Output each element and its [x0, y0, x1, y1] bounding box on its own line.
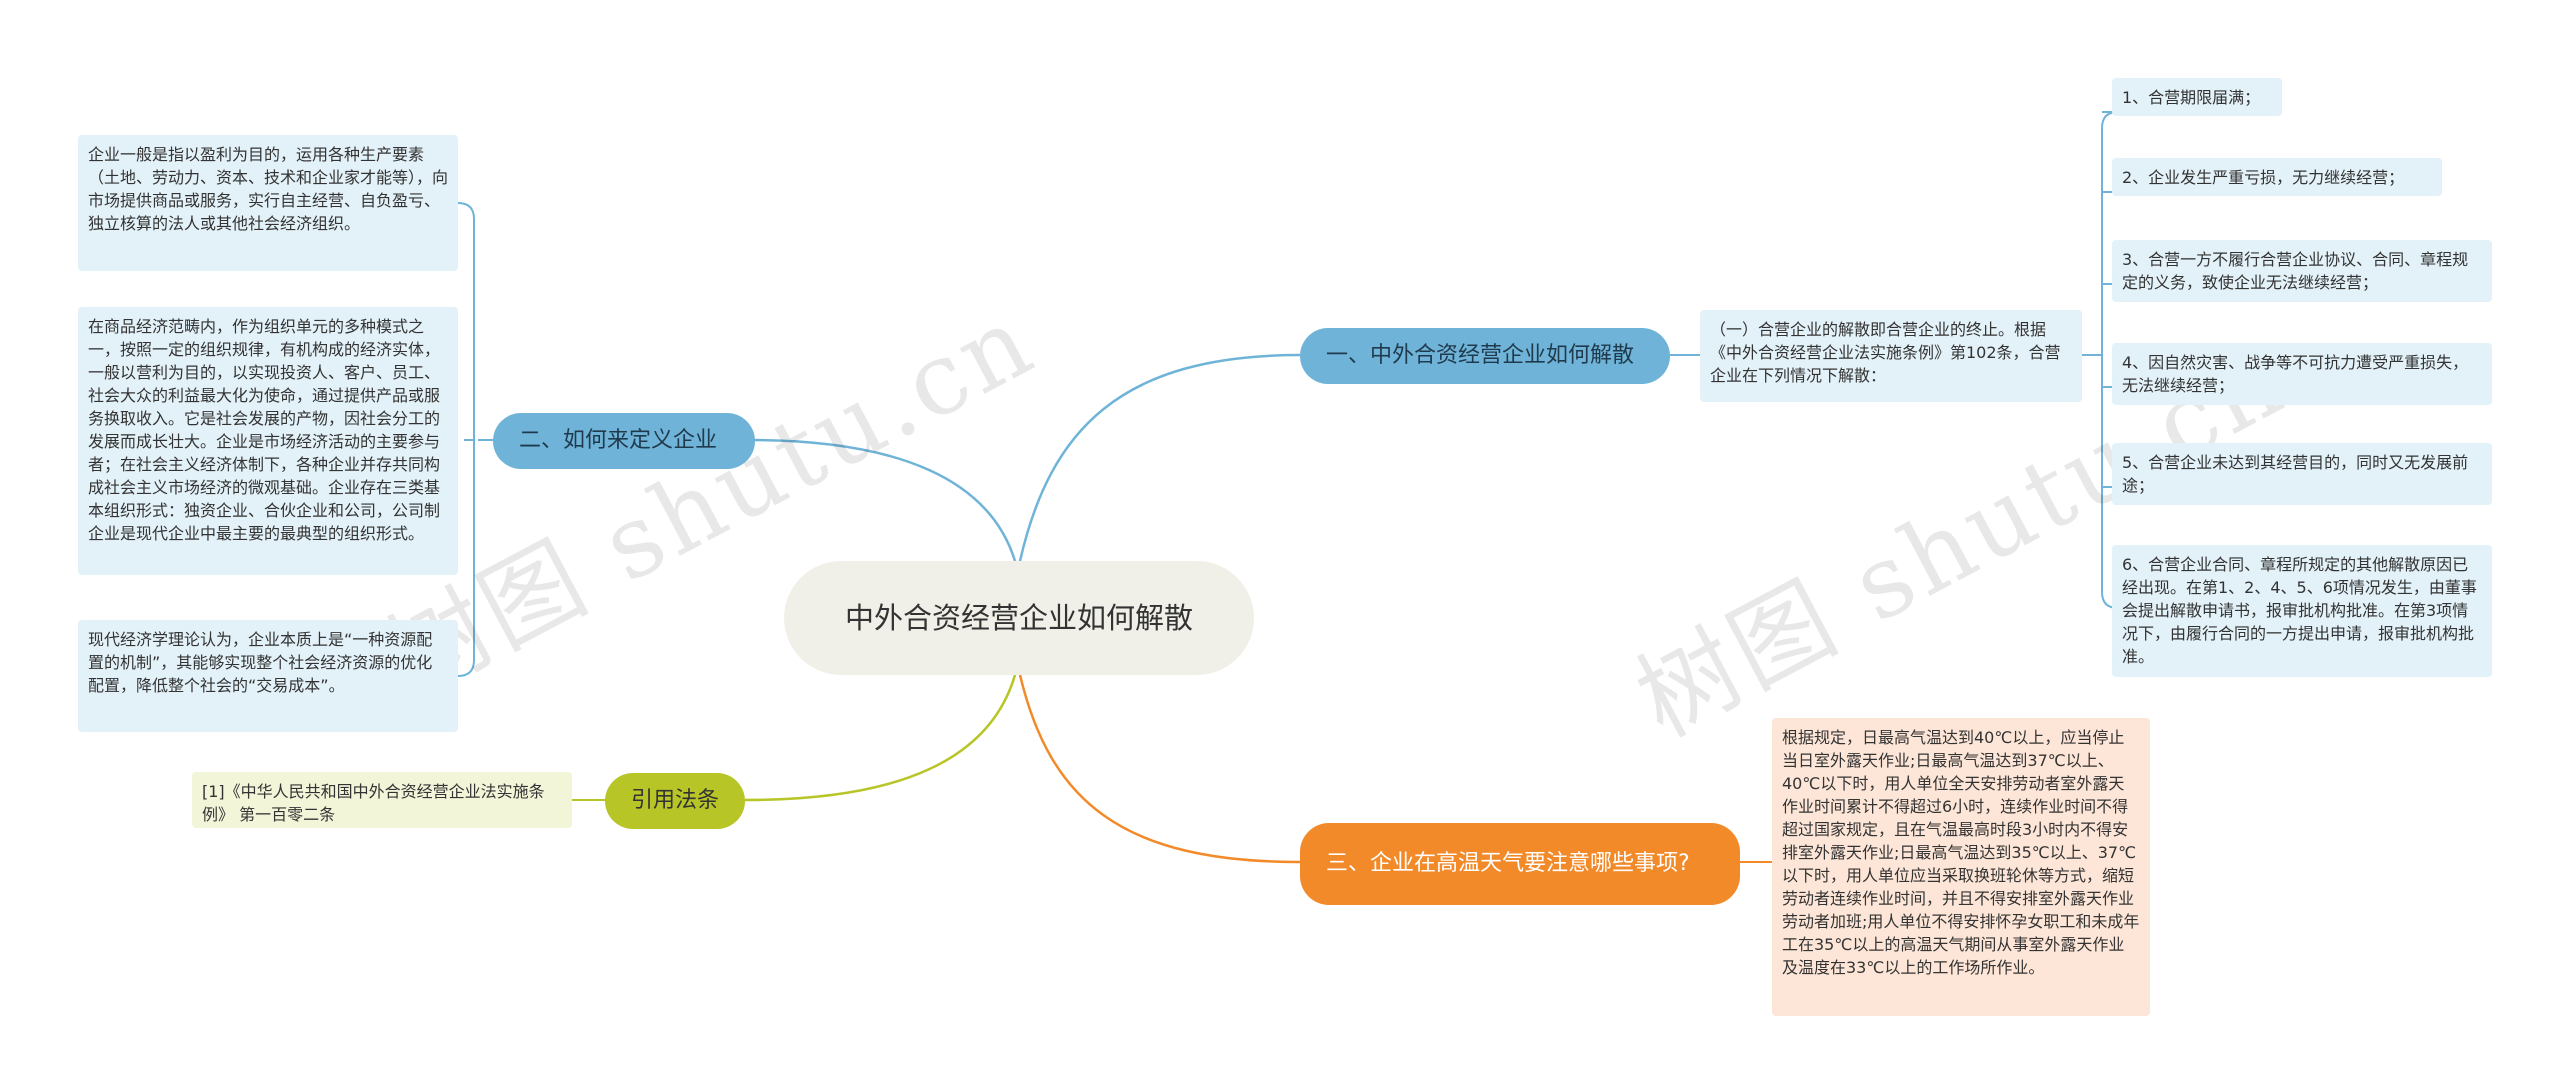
- link-root-b1: [1018, 353, 1301, 562]
- dissolution-intro[interactable]: （一）合营企业的解散即合营企业的终止。根据《中外合资经营企业法实施条例》第102…: [1700, 310, 2082, 402]
- branch-high-temperature-label: 三、企业在高温天气要注意哪些事项?: [1326, 851, 1690, 876]
- cited-law-item-1-text: [1]《中华人民共和国中外合资经营企业法实施条例》 第一百零二条: [202, 782, 545, 824]
- bracket-b1: [2101, 111, 2119, 609]
- root-node[interactable]: 中外合资经营企业如何解散: [784, 561, 1254, 675]
- branch-dissolution[interactable]: 一、中外合资经营企业如何解散: [1300, 328, 1670, 384]
- high-temperature-item-1-text: 根据规定，日最高气温达到40℃以上，应当停止当日室外露天作业;日最高气温达到37…: [1782, 728, 2140, 977]
- root-label: 中外合资经营企业如何解散: [844, 601, 1193, 635]
- dissolution-item-3-text: 3、合营一方不履行合营企业协议、合同、章程规定的义务，致使企业无法继续经营；: [2122, 250, 2469, 292]
- branch-define-enterprise[interactable]: 二、如何来定义企业: [493, 413, 755, 469]
- dissolution-item-2-text: 2、企业发生严重亏损，无力继续经营；: [2122, 168, 2405, 187]
- branch-cited-law[interactable]: 引用法条: [605, 773, 745, 829]
- define-enterprise-item-3-text: 现代经济学理论认为，企业本质上是“一种资源配置的机制”，其能够实现整个社会经济资…: [88, 630, 433, 695]
- branch-define-enterprise-label: 二、如何来定义企业: [519, 428, 718, 453]
- dissolution-item-6[interactable]: 6、合营企业合同、章程所规定的其他解散原因已经出现。在第1、2、4、5、6项情况…: [2112, 545, 2492, 677]
- define-enterprise-item-1[interactable]: 企业一般是指以盈利为目的，运用各种生产要素（土地、劳动力、资本、技术和企业家才能…: [78, 135, 458, 271]
- dissolution-item-2[interactable]: 2、企业发生严重亏损，无力继续经营；: [2112, 158, 2442, 196]
- dissolution-item-4-text: 4、因自然灾害、战争等不可抗力遭受严重损失，无法继续经营；: [2122, 353, 2469, 395]
- define-enterprise-item-2[interactable]: 在商品经济范畴内，作为组织单元的多种模式之一，按照一定的组织规律，有机构成的经济…: [78, 307, 458, 575]
- dissolution-item-3[interactable]: 3、合营一方不履行合营企业协议、合同、章程规定的义务，致使企业无法继续经营；: [2112, 240, 2492, 302]
- branch-high-temperature[interactable]: 三、企业在高温天气要注意哪些事项?: [1300, 823, 1740, 905]
- branch-dissolution-label: 一、中外合资经营企业如何解散: [1326, 343, 1635, 368]
- cited-law-item-1[interactable]: [1]《中华人民共和国中外合资经营企业法实施条例》 第一百零二条: [192, 772, 572, 828]
- link-root-b2: [749, 438, 1017, 562]
- link-root-b4: [744, 674, 1017, 802]
- branch-cited-law-label: 引用法条: [630, 788, 719, 813]
- dissolution-item-5[interactable]: 5、合营企业未达到其经营目的，同时又无发展前途；: [2112, 443, 2492, 505]
- link-root-b3: [1018, 674, 1301, 864]
- dissolution-item-6-text: 6、合营企业合同、章程所规定的其他解散原因已经出现。在第1、2、4、5、6项情况…: [2122, 555, 2477, 666]
- dissolution-intro-text: （一）合营企业的解散即合营企业的终止。根据《中外合资经营企业法实施条例》第102…: [1710, 320, 2061, 385]
- high-temperature-item-1[interactable]: 根据规定，日最高气温达到40℃以上，应当停止当日室外露天作业;日最高气温达到37…: [1772, 718, 2150, 1016]
- dissolution-item-1-text: 1、合营期限届满；: [2122, 88, 2261, 107]
- define-enterprise-item-3[interactable]: 现代经济学理论认为，企业本质上是“一种资源配置的机制”，其能够实现整个社会经济资…: [78, 620, 458, 732]
- dissolution-item-1[interactable]: 1、合营期限届满；: [2112, 78, 2282, 116]
- dissolution-item-5-text: 5、合营企业未达到其经营目的，同时又无发展前途；: [2122, 453, 2469, 495]
- define-enterprise-item-1-text: 企业一般是指以盈利为目的，运用各种生产要素（土地、劳动力、资本、技术和企业家才能…: [88, 145, 449, 233]
- dissolution-item-4[interactable]: 4、因自然灾害、战争等不可抗力遭受严重损失，无法继续经营；: [2112, 343, 2492, 405]
- define-enterprise-item-2-text: 在商品经济范畴内，作为组织单元的多种模式之一，按照一定的组织规律，有机构成的经济…: [88, 317, 441, 543]
